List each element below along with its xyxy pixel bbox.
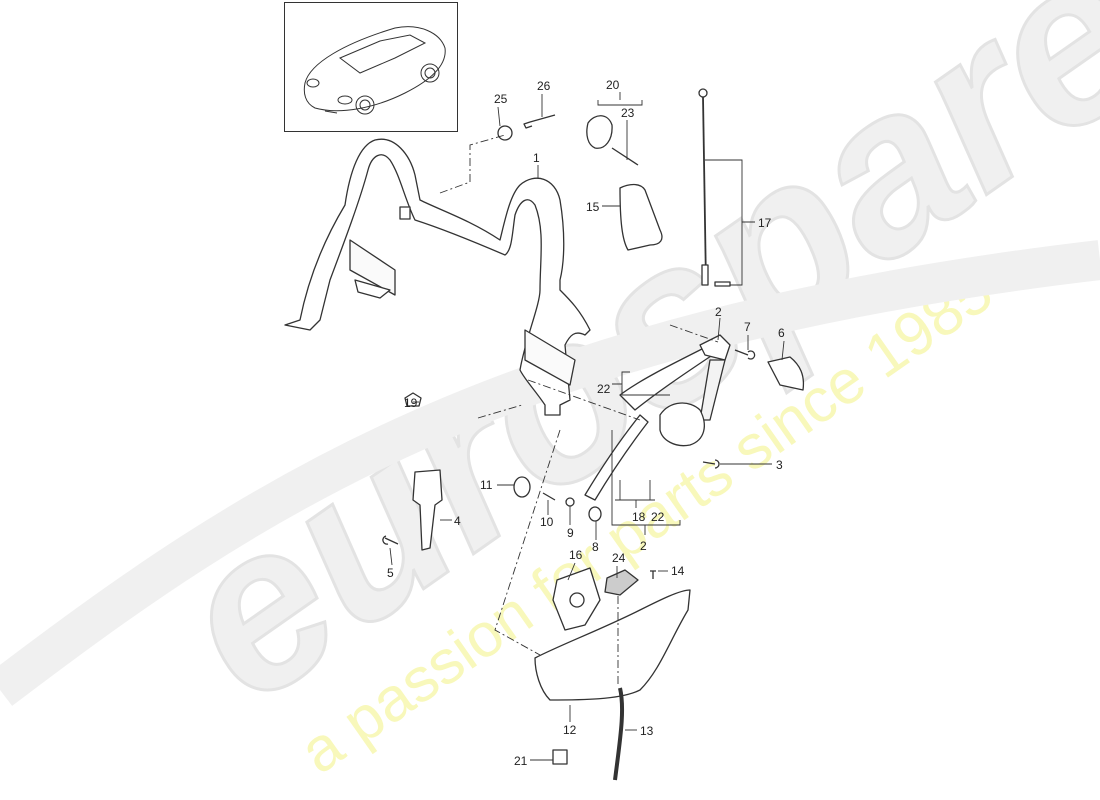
callout-21[interactable]: 21 bbox=[514, 754, 528, 768]
retractor bbox=[659, 402, 705, 447]
callout-13[interactable]: 13 bbox=[640, 724, 654, 738]
callout-9[interactable]: 9 bbox=[567, 526, 574, 540]
callout-5[interactable]: 5 bbox=[387, 566, 394, 580]
roll-bar bbox=[284, 138, 591, 416]
callout-25[interactable]: 25 bbox=[494, 92, 508, 106]
trim-panel-12 bbox=[534, 589, 691, 701]
antenna-17 bbox=[702, 96, 707, 286]
callout-1[interactable]: 1 bbox=[533, 151, 540, 165]
callout-14[interactable]: 14 bbox=[671, 564, 685, 578]
cover-cap-6 bbox=[767, 356, 805, 391]
callout-24[interactable]: 24 bbox=[612, 551, 626, 565]
callout-12[interactable]: 12 bbox=[563, 723, 577, 737]
pin-26 bbox=[523, 114, 556, 129]
callout-11[interactable]: 11 bbox=[480, 478, 493, 492]
button-24 bbox=[604, 569, 639, 596]
car-icon bbox=[303, 26, 446, 115]
callout-17[interactable]: 17 bbox=[758, 216, 772, 230]
callout-15[interactable]: 15 bbox=[586, 200, 600, 214]
grab-handle bbox=[586, 115, 613, 149]
knob-25 bbox=[497, 125, 513, 141]
callout-22-lower[interactable]: 22 bbox=[651, 510, 665, 524]
callout-23[interactable]: 23 bbox=[621, 106, 635, 120]
callout-6[interactable]: 6 bbox=[778, 326, 785, 340]
callout-10[interactable]: 10 bbox=[540, 515, 554, 529]
callout-2-upper[interactable]: 2 bbox=[715, 305, 722, 319]
clip-21 bbox=[552, 749, 568, 765]
callout-3[interactable]: 3 bbox=[776, 458, 783, 472]
buckle-4 bbox=[412, 469, 443, 551]
cable-13 bbox=[613, 687, 625, 781]
callout-19[interactable]: 19 bbox=[404, 396, 418, 410]
callout-26[interactable]: 26 bbox=[537, 79, 551, 93]
callout-2-lower[interactable]: 2 bbox=[640, 539, 647, 553]
callout-4[interactable]: 4 bbox=[454, 514, 461, 528]
callout-22-upper[interactable]: 22 bbox=[597, 382, 611, 396]
sleeve-11 bbox=[513, 476, 531, 498]
callout-16[interactable]: 16 bbox=[569, 548, 583, 562]
callout-8[interactable]: 8 bbox=[592, 540, 599, 554]
callout-18[interactable]: 18 bbox=[632, 510, 646, 524]
cover-15 bbox=[619, 183, 663, 251]
vehicle-thumbnail bbox=[284, 2, 458, 132]
callout-7[interactable]: 7 bbox=[744, 320, 751, 334]
pin-23 bbox=[611, 147, 639, 166]
callout-20[interactable]: 20 bbox=[606, 78, 620, 92]
